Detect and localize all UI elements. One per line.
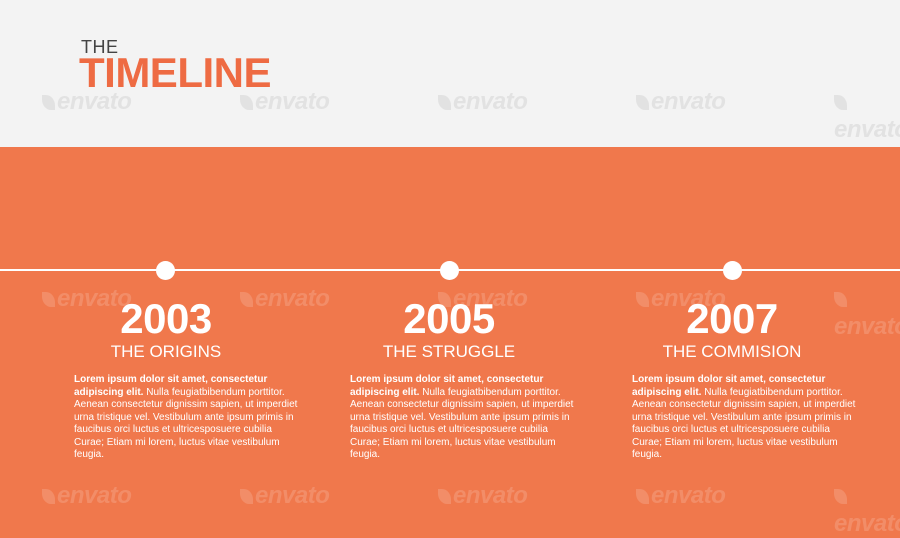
event-year: 2007 (686, 295, 778, 342)
timeline-dot-2003 (156, 261, 175, 280)
header-band (0, 0, 900, 147)
event-subtitle: THE STRUGGLE (382, 342, 516, 361)
timeline-event-2003: 2003 THE ORIGINS Lorem ipsum dolor sit a… (51, 295, 297, 462)
event-lead-text: Lorem ipsum dolor sit amet, consectetur … (632, 374, 826, 398)
event-body-text: Nulla feugiatbibendum porttitor. Aenean … (74, 386, 298, 461)
timeline-band (0, 147, 900, 506)
event-body-text: Nulla feugiatbibendum porttitor. Aenean … (632, 386, 856, 461)
event-year: 2003 (120, 295, 212, 342)
event-lead-text: Lorem ipsum dolor sit amet, consectetur … (74, 374, 268, 398)
event-description: Lorem ipsum dolor sit amet, consectetur … (632, 374, 857, 462)
title-prefix: THE (81, 37, 119, 57)
timeline-event-2007: 2007 THE COMMISION Lorem ipsum dolor sit… (617, 295, 855, 462)
event-year: 2005 (403, 295, 495, 342)
event-description: Lorem ipsum dolor sit amet, consectetur … (74, 374, 299, 462)
event-description: Lorem ipsum dolor sit amet, consectetur … (350, 374, 575, 462)
event-subtitle: THE COMMISION (662, 342, 802, 361)
timeline-dot-2007 (723, 261, 742, 280)
timeline-dot-2005 (440, 261, 459, 280)
event-lead-text: Lorem ipsum dolor sit amet, consectetur … (350, 374, 544, 398)
timeline-event-2005: 2005 THE STRUGGLE Lorem ipsum dolor sit … (334, 295, 573, 462)
event-body-text: Nulla feugiatbibendum porttitor. Aenean … (350, 386, 574, 461)
event-subtitle: THE ORIGINS (110, 342, 222, 361)
page-title: TIMELINE (79, 49, 272, 96)
